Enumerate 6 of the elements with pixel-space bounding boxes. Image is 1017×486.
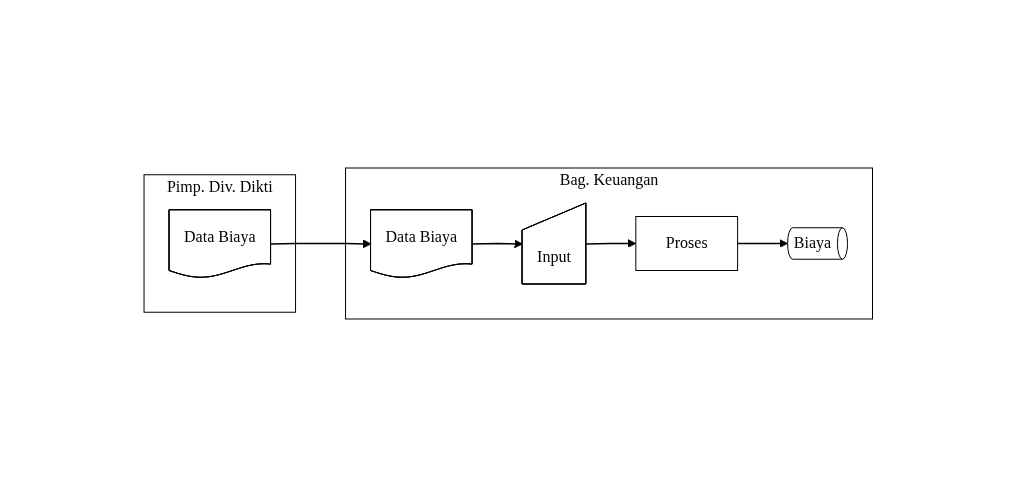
node-text: Biaya (794, 233, 832, 251)
arrow (585, 238, 637, 248)
arrow (270, 238, 372, 248)
arrow (737, 238, 789, 248)
node-box: Proses (635, 215, 739, 271)
arrow (472, 238, 524, 248)
